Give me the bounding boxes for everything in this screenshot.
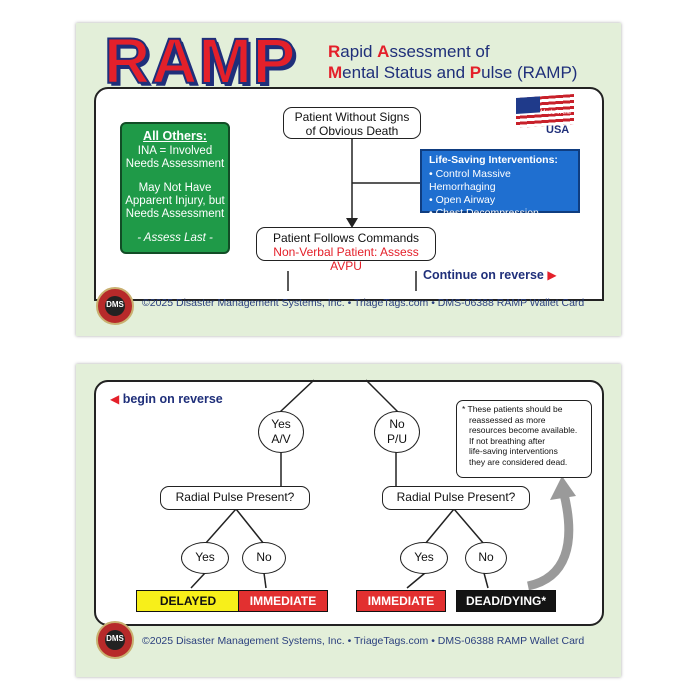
note-line-5: life-saving interventions bbox=[469, 446, 558, 457]
intervention-item-2: • Open Airway bbox=[429, 194, 496, 206]
begin-text: begin on reverse bbox=[122, 392, 223, 406]
back-connectors bbox=[190, 379, 576, 591]
note-line-4: If not breathing after bbox=[469, 435, 546, 446]
title-line-2: Mental Status and Pulse (RAMP) bbox=[328, 63, 577, 83]
back-card: ◀ begin on reverse Yes A/V No P/U * Thes… bbox=[76, 364, 621, 677]
begin-on-reverse: ◀ begin on reverse bbox=[110, 392, 223, 406]
continue-on-reverse: Continue on reverse ▶ bbox=[423, 268, 557, 282]
commands-line-1: Patient Follows Commands bbox=[272, 231, 420, 245]
badge-line-2: USA bbox=[546, 124, 570, 136]
dms-logo-icon: DMS bbox=[96, 287, 134, 325]
commands-line-2: Non-Verbal Patient: Assess AVPU bbox=[273, 245, 419, 273]
tag-dead-dying: DEAD/DYING* bbox=[456, 590, 556, 612]
made-in-usa-badge: Made in the USA bbox=[516, 93, 576, 138]
interventions-heading: Life-Saving Interventions: bbox=[429, 154, 558, 166]
right-arrow-icon: ▶ bbox=[547, 268, 557, 282]
tag-immediate-left: IMMEDIATE bbox=[238, 590, 328, 612]
left-arrow-icon: ◀ bbox=[110, 392, 120, 406]
yes-av-line-1: Yes bbox=[271, 417, 291, 431]
all-others-line-5: Needs Assessment bbox=[125, 208, 225, 220]
all-others-line-1: INA = Involved bbox=[137, 145, 213, 157]
oval-no-pu: No P/U bbox=[374, 411, 420, 453]
dms-logo-icon: DMS bbox=[96, 621, 134, 659]
all-others-line-6: - Assess Last - bbox=[137, 232, 213, 244]
front-footer: ©2025 Disaster Management Systems, Inc. … bbox=[142, 297, 585, 309]
intervention-item-1: • Control Massive Hemorrhaging bbox=[429, 168, 511, 193]
title1-part-0: R bbox=[328, 42, 341, 61]
node-radial-pulse-right: Radial Pulse Present? bbox=[382, 486, 530, 510]
title2-part-0: M bbox=[328, 63, 343, 82]
all-others-heading: All Others: bbox=[143, 129, 207, 143]
all-others-box: All Others: INA = Involved Needs Assessm… bbox=[120, 122, 230, 254]
oval-no-left: No bbox=[242, 542, 286, 574]
start-node-line-2: of Obvious Death bbox=[305, 124, 399, 138]
front-card: RAMP Rapid Assessment of Mental Status a… bbox=[76, 23, 621, 336]
tag-immediate-right: IMMEDIATE bbox=[356, 590, 446, 612]
all-others-line-4: Apparent Injury, but bbox=[125, 195, 225, 207]
back-footer: ©2025 Disaster Management Systems, Inc. … bbox=[142, 635, 585, 647]
node-radial-pulse-left: Radial Pulse Present? bbox=[160, 486, 310, 510]
oval-yes-av: Yes A/V bbox=[258, 411, 304, 453]
title2-part-1: ental Status and bbox=[342, 63, 470, 82]
tag-delayed: DELAYED bbox=[136, 590, 240, 612]
node-follows-commands: Patient Follows Commands Non-Verbal Pati… bbox=[256, 227, 436, 273]
oval-yes-left: Yes bbox=[181, 542, 229, 574]
continue-text: Continue on reverse bbox=[423, 268, 544, 282]
oval-yes-right: Yes bbox=[400, 542, 448, 574]
note-line-3: resources become available. bbox=[469, 425, 578, 436]
life-saving-interventions-box: Life-Saving Interventions: • Control Mas… bbox=[420, 149, 580, 219]
front-connectors bbox=[287, 138, 420, 291]
title-line-1: Rapid Assessment of bbox=[328, 42, 490, 62]
title1-part-1: apid bbox=[340, 42, 378, 61]
title2-part-3: ulse (RAMP) bbox=[481, 63, 578, 82]
title2-part-2: P bbox=[469, 63, 482, 82]
title1-part-2: A bbox=[377, 42, 390, 61]
badge-line-1: Made in the bbox=[540, 110, 572, 116]
ramp-logo: RAMP bbox=[103, 25, 297, 97]
all-others-line-3: May Not Have bbox=[138, 182, 212, 194]
no-pu-line-2: P/U bbox=[386, 432, 407, 446]
note-line-6: they are considered dead. bbox=[469, 456, 568, 467]
note-line-2: reassessed as more bbox=[469, 414, 546, 425]
intervention-item-3: • Chest Decompression bbox=[429, 207, 539, 219]
start-node-line-1: Patient Without Signs bbox=[294, 110, 410, 124]
no-pu-line-1: No bbox=[389, 417, 405, 431]
note-line-1: * These patients should be bbox=[462, 404, 563, 414]
title1-part-3: ssessment of bbox=[389, 42, 490, 61]
reassessment-note: * These patients should be reassessed as… bbox=[456, 400, 592, 478]
yes-av-line-2: A/V bbox=[271, 432, 291, 446]
node-no-obvious-death: Patient Without Signs of Obvious Death bbox=[283, 107, 421, 139]
all-others-line-2: Needs Assessment bbox=[125, 158, 225, 170]
oval-no-right: No bbox=[465, 542, 507, 574]
